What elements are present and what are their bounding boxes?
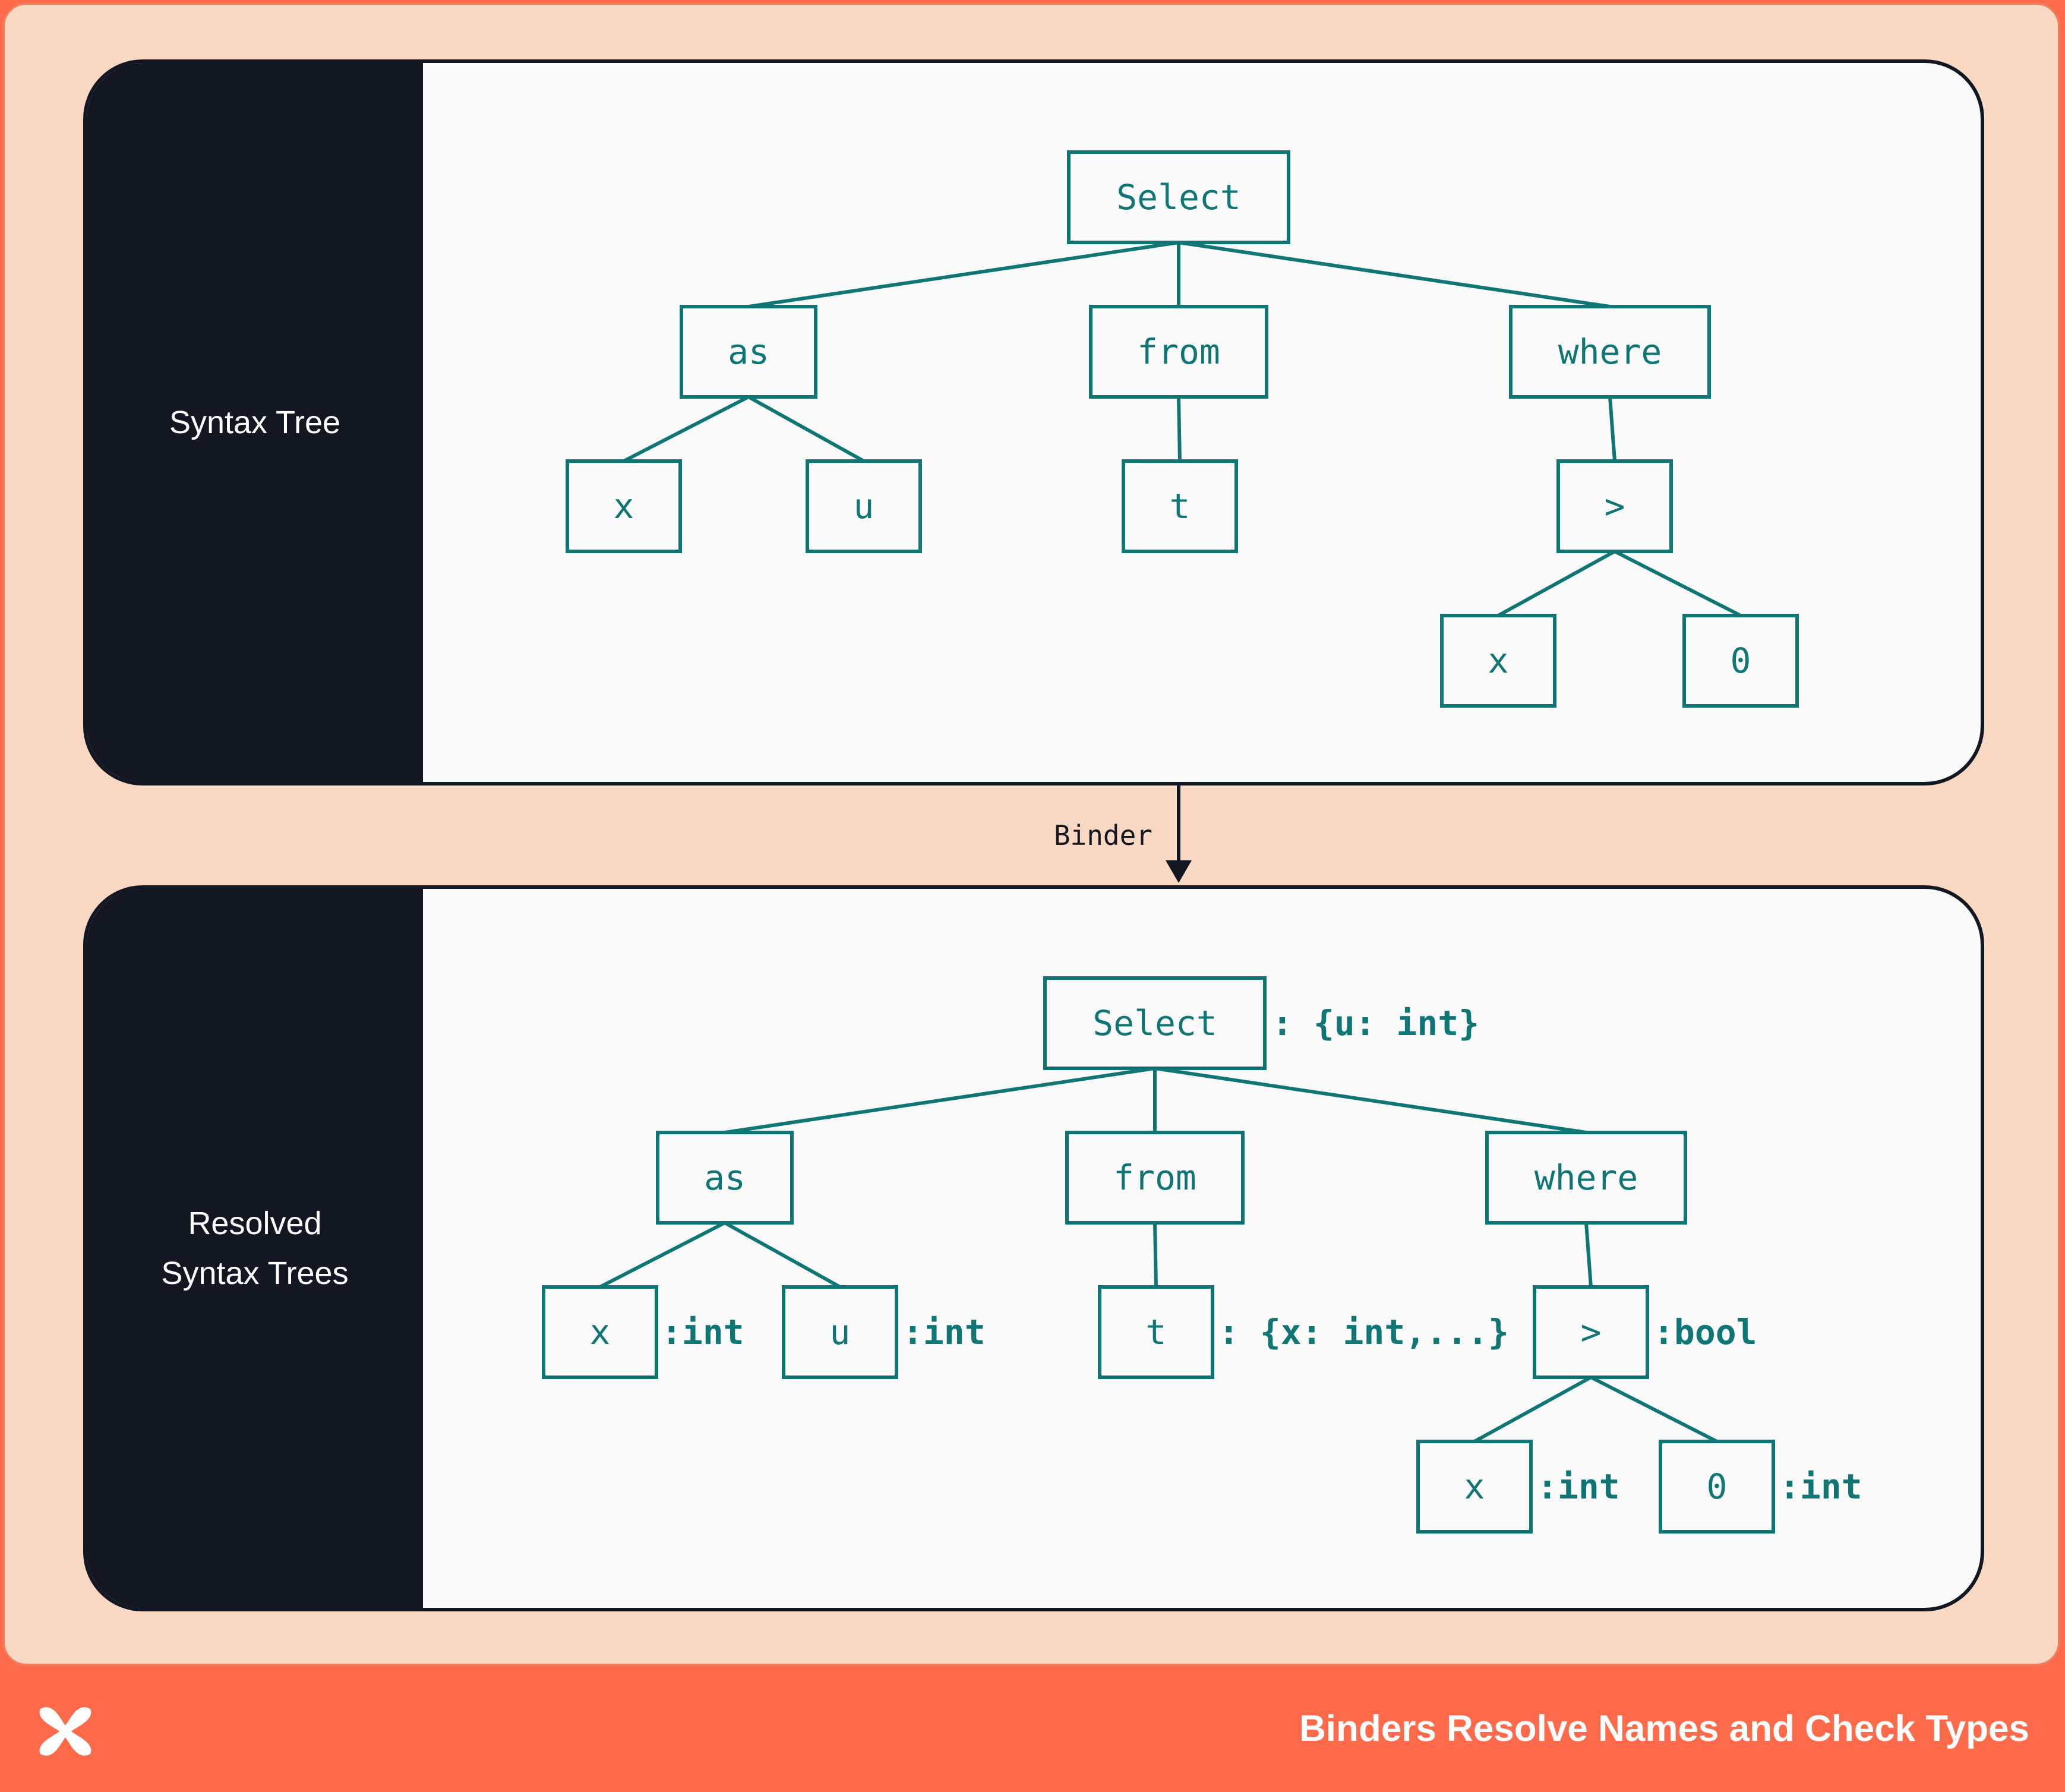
- top-node-box-select: [1067, 150, 1290, 244]
- x-logo-icon: [39, 1707, 91, 1756]
- bottom-node-label-gt: >: [1581, 1312, 1602, 1352]
- top-edge-select-as: [748, 241, 1179, 308]
- top-node-box-where: [1509, 305, 1711, 399]
- bottom-type-annotation-x1: :int: [661, 1312, 744, 1352]
- bottom-type-annotation-select: : {u: int}: [1272, 1003, 1479, 1043]
- top-edge-as-u: [747, 395, 865, 463]
- top-node-box-u: [806, 459, 922, 553]
- bottom-edge-gt-zero: [1590, 1375, 1718, 1443]
- bottom-edge-from-t: [1153, 1222, 1158, 1288]
- footer-title: Binders Resolve Names and Check Types: [1299, 1708, 2029, 1749]
- resolved-label-line-2: Syntax Trees: [161, 1255, 349, 1291]
- resolved-label-line-1: Resolved: [188, 1206, 322, 1241]
- bottom-node-box-t: [1098, 1285, 1214, 1379]
- resolved-syntax-trees-sidebar: Resolved Syntax Trees: [87, 889, 423, 1608]
- top-edge-as-x1: [623, 395, 750, 463]
- bottom-node-box-select: [1043, 976, 1267, 1070]
- top-node-box-as: [680, 305, 817, 399]
- top-node-box-gt: [1556, 459, 1673, 553]
- bottom-node-label-select: Select: [1093, 1003, 1217, 1043]
- bottom-node-label-x2: x: [1464, 1466, 1485, 1507]
- bottom-node-box-u: [782, 1285, 898, 1379]
- top-edge-gt-x2: [1497, 550, 1616, 617]
- top-node-label-gt: >: [1605, 486, 1625, 526]
- top-node-label-u: u: [854, 486, 874, 526]
- top-node-label-as: as: [728, 332, 769, 372]
- top-node-u: u: [806, 459, 922, 553]
- binder-arrow-label: Binder: [1054, 819, 1153, 851]
- syntax-tree-panel: Syntax Tree: [83, 59, 1984, 785]
- top-edge-select-where: [1178, 241, 1611, 308]
- top-node-label-zero: 0: [1731, 641, 1751, 681]
- bottom-type-annotation-x2: :int: [1537, 1466, 1620, 1507]
- binder-arrow-head: [1166, 860, 1192, 883]
- bottom-node-label-t: t: [1146, 1312, 1167, 1352]
- top-node-select: Select: [1067, 150, 1290, 244]
- bottom-node-box-gt: [1533, 1285, 1649, 1379]
- bottom-node-box-x2: [1416, 1440, 1533, 1534]
- syntax-tree-sidebar: Syntax Tree: [87, 63, 423, 782]
- top-node-from: from: [1089, 305, 1268, 399]
- top-node-box-x1: [566, 459, 682, 553]
- bottom-edge-as-u: [724, 1221, 841, 1289]
- bottom-node-x2: x :int: [1416, 1440, 1620, 1534]
- bottom-node-from: from: [1065, 1131, 1245, 1225]
- top-node-box-t: [1122, 459, 1238, 553]
- binder-arrow: Binder: [1054, 785, 1192, 883]
- top-node-box-from: [1089, 305, 1268, 399]
- top-node-x2: x: [1440, 614, 1556, 708]
- syntax-tree-label: Syntax Tree: [87, 63, 423, 782]
- top-edge-where-gt: [1608, 396, 1616, 462]
- top-node-box-x2: [1440, 614, 1556, 708]
- top-node-label-x2: x: [1488, 641, 1509, 681]
- bottom-edge-where-gt: [1584, 1222, 1593, 1288]
- top-node-t: t: [1122, 459, 1238, 553]
- bottom-node-select: Select : {u: int}: [1043, 976, 1479, 1070]
- bottom-node-gt: > :bool: [1533, 1285, 1757, 1379]
- bottom-node-u: u :int: [782, 1285, 986, 1379]
- bottom-node-label-zero: 0: [1707, 1466, 1728, 1507]
- top-edge-gt-zero: [1614, 550, 1742, 617]
- bottom-node-where: where: [1485, 1131, 1687, 1225]
- top-node-as: as: [680, 305, 817, 399]
- bottom-node-zero: 0 :int: [1659, 1440, 1862, 1534]
- bottom-node-box-as: [656, 1131, 794, 1225]
- top-node-label-t: t: [1170, 486, 1191, 526]
- bottom-node-t: t : {x: int,...}: [1098, 1285, 1509, 1379]
- bottom-node-box-zero: [1659, 1440, 1775, 1534]
- resolved-syntax-trees-label: Resolved Syntax Trees: [87, 889, 423, 1608]
- bottom-type-annotation-zero: :int: [1779, 1466, 1862, 1507]
- bottom-edge-select-as: [724, 1067, 1155, 1134]
- bottom-node-label-u: u: [830, 1312, 851, 1352]
- top-node-label-x1: x: [614, 486, 634, 526]
- top-node-label-where: where: [1558, 332, 1662, 372]
- top-edge-from-t: [1177, 396, 1182, 462]
- top-node-gt: >: [1556, 459, 1673, 553]
- bottom-node-box-from: [1065, 1131, 1245, 1225]
- top-node-label-select: Select: [1116, 177, 1241, 217]
- top-node-zero: 0: [1682, 614, 1799, 708]
- bottom-node-label-as: as: [704, 1157, 746, 1198]
- bottom-edge-select-where: [1154, 1067, 1587, 1134]
- bottom-type-annotation-u: :int: [902, 1312, 986, 1352]
- top-node-x1: x: [566, 459, 682, 553]
- bottom-node-label-x1: x: [590, 1312, 611, 1352]
- bottom-edge-as-x1: [599, 1221, 726, 1289]
- bottom-edge-gt-x2: [1473, 1375, 1592, 1443]
- bottom-node-label-where: where: [1534, 1157, 1638, 1198]
- bottom-node-label-from: from: [1113, 1157, 1196, 1198]
- bottom-node-box-where: [1485, 1131, 1687, 1225]
- bottom-type-annotation-gt: :bool: [1653, 1312, 1757, 1352]
- bottom-type-annotation-t: : {x: int,...}: [1218, 1312, 1509, 1352]
- bottom-node-x1: x :int: [542, 1285, 744, 1379]
- bottom-node-as: as: [656, 1131, 794, 1225]
- top-node-box-zero: [1682, 614, 1799, 708]
- bottom-node-box-x1: [542, 1285, 658, 1379]
- top-node-label-from: from: [1137, 332, 1220, 372]
- top-node-where: where: [1509, 305, 1711, 399]
- syntax-tree-label-line: Syntax Tree: [169, 405, 341, 440]
